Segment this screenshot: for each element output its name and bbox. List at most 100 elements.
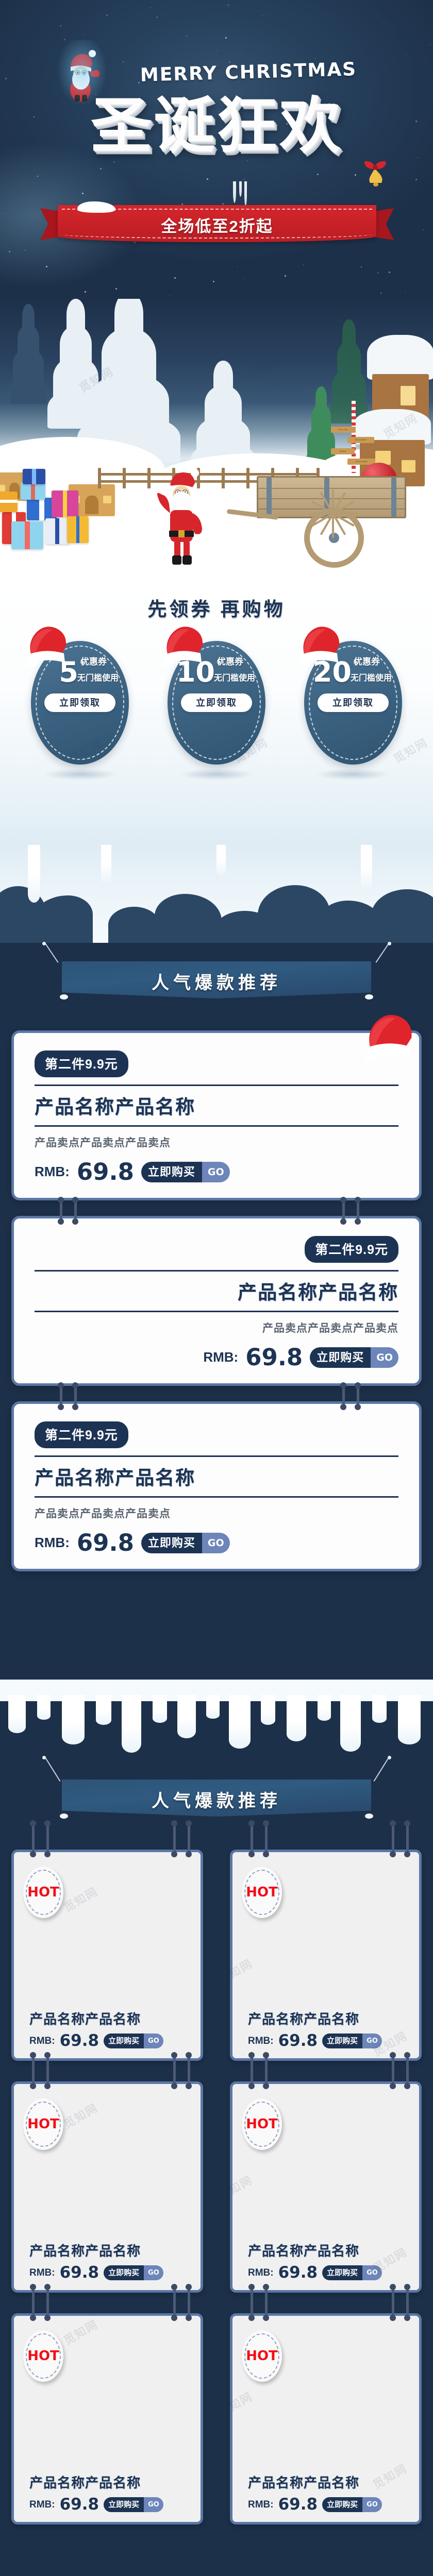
product-name: 产品名称产品名称	[248, 2241, 404, 2260]
buy-now-label: 立即购买	[104, 2497, 144, 2512]
santa-claus-icon	[155, 468, 204, 566]
product-card[interactable]: 第二件9.9元 产品名称产品名称 产品卖点产品卖点产品卖点 RMB: 69.8 …	[11, 1401, 422, 1571]
claim-coupon-button[interactable]: 立即领取	[318, 693, 389, 712]
section-banner-2: 人气爆款推荐	[0, 1757, 433, 1829]
snow-pine-tree-icon	[191, 361, 256, 469]
santa-hat-icon	[25, 625, 71, 666]
product-card[interactable]: 第二件9.9元 产品名称产品名称 产品卖点产品卖点产品卖点 RMB: 69.8 …	[11, 1030, 422, 1200]
product-card[interactable]: HOT 产品名称产品名称 RMB: 69.8 立即购买 GO	[11, 1850, 203, 2061]
product-name: 产品名称产品名称	[29, 2009, 185, 2028]
featured-products-1: 第二件9.9元 产品名称产品名称 产品卖点产品卖点产品卖点 RMB: 69.8 …	[0, 1010, 433, 1680]
product-card[interactable]: HOT 产品名称产品名称 RMB: 69.8 立即购买 GO	[230, 2081, 422, 2293]
product-name: 产品名称产品名称	[35, 1084, 398, 1127]
buy-now-button[interactable]: 立即购买 GO	[104, 2033, 163, 2048]
coupon-card[interactable]: 10 优惠券 无门槛使用 立即领取	[168, 629, 265, 765]
claim-coupon-button[interactable]: 立即领取	[181, 693, 252, 712]
hot-badge-label: HOT	[246, 2348, 278, 2364]
card-hanger-clip	[390, 2055, 396, 2087]
go-label: GO	[202, 1162, 230, 1182]
currency-label: RMB:	[29, 2036, 55, 2047]
card-hanger-clip	[355, 1199, 361, 1222]
buy-now-button[interactable]: 立即购买 GO	[322, 2497, 382, 2512]
buy-now-label: 立即购买	[322, 2033, 362, 2048]
buy-now-button[interactable]: 立即购买 GO	[322, 2265, 382, 2280]
product-price: 69.8	[60, 2265, 99, 2281]
product-selling-point: 产品卖点产品卖点产品卖点	[35, 1505, 398, 1521]
buy-now-label: 立即购买	[310, 1347, 371, 1368]
promo-badge: 第二件9.9元	[35, 1421, 128, 1448]
card-hanger-clip	[404, 1823, 410, 1855]
coupon-label: 优惠券	[80, 655, 125, 668]
section-title-1: 人气爆款推荐	[62, 969, 371, 994]
currency-label: RMB:	[35, 1164, 70, 1180]
card-hanger-clip	[248, 2286, 255, 2318]
buy-now-label: 立即购买	[104, 2265, 144, 2280]
currency-label: RMB:	[248, 2499, 274, 2511]
currency-label: RMB:	[35, 1535, 70, 1551]
featured-products-2: HOT 产品名称产品名称 RMB: 69.8 立即购买 GO HOT	[0, 1829, 433, 2566]
product-name: 产品名称产品名称	[35, 1270, 398, 1312]
buy-now-button[interactable]: 立即购买 GO	[310, 1347, 398, 1368]
product-name: 产品名称产品名称	[29, 2241, 185, 2260]
santa-hat-icon	[359, 1013, 421, 1061]
product-card[interactable]: 第二件9.9元 产品名称产品名称 产品卖点产品卖点产品卖点 RMB: 69.8 …	[11, 1216, 422, 1386]
product-price: 69.8	[278, 2497, 318, 2513]
product-selling-point: 产品卖点产品卖点产品卖点	[35, 1134, 398, 1150]
go-label: GO	[144, 2033, 163, 2048]
signpost-icon: New York BROADWAY Buffalo Schenectady	[330, 401, 376, 473]
product-card[interactable]: HOT 产品名称产品名称 RMB: 69.8 立即购买 GO	[11, 2081, 203, 2293]
product-name: 产品名称产品名称	[248, 2472, 404, 2492]
currency-label: RMB:	[29, 2267, 55, 2279]
buy-now-button[interactable]: 立即购买 GO	[104, 2497, 163, 2512]
buy-now-button[interactable]: 立即购买 GO	[141, 1533, 230, 1553]
buy-now-button[interactable]: 立即购买 GO	[141, 1162, 230, 1182]
currency-label: RMB:	[248, 2267, 274, 2279]
product-card[interactable]: HOT 产品名称产品名称 RMB: 69.8 立即购买 GO	[230, 1850, 422, 2061]
hot-badge: HOT	[242, 2330, 282, 2382]
buy-now-button[interactable]: 立即购买 GO	[322, 2033, 382, 2048]
coupon-condition: 无门槛使用	[351, 671, 400, 683]
card-hanger-clip	[248, 1823, 255, 1855]
coupon-label: 优惠券	[217, 655, 261, 668]
card-hanger-clip	[390, 1823, 396, 1855]
buy-now-button[interactable]: 立即购买 GO	[104, 2265, 163, 2280]
card-hanger-clip	[72, 1199, 78, 1222]
wooden-cart-icon	[227, 474, 407, 564]
coupon-condition: 无门槛使用	[214, 671, 263, 683]
currency-label: RMB:	[29, 2499, 55, 2511]
product-price: 69.8	[77, 1160, 134, 1183]
coupon-card[interactable]: 20 优惠券 无门槛使用 立即领取	[304, 629, 402, 765]
buy-now-label: 立即购买	[141, 1533, 202, 1553]
product-price: 69.8	[77, 1531, 134, 1554]
product-selling-point: 产品卖点产品卖点产品卖点	[35, 1320, 398, 1335]
coupon-card[interactable]: 5 优惠券 无门槛使用 立即领取	[31, 629, 129, 765]
card-hanger-clip	[248, 2055, 255, 2087]
hot-badge-label: HOT	[246, 2116, 278, 2132]
discount-ribbon: 全场低至2折起	[40, 205, 394, 247]
product-price: 69.8	[278, 2033, 318, 2049]
go-label: GO	[144, 2265, 163, 2280]
gift-boxes-icon	[2, 469, 90, 562]
card-hanger-clip	[44, 2286, 51, 2318]
card-hanger-clip	[186, 2055, 192, 2087]
coupon-list: 5 优惠券 无门槛使用 立即领取 10 优惠券 无门槛使用 立即领取 20 优惠…	[31, 629, 402, 773]
snow-divider-1	[0, 845, 433, 943]
product-card[interactable]: HOT 产品名称产品名称 RMB: 69.8 立即购买 GO	[230, 2313, 422, 2524]
card-hanger-clip	[186, 2286, 192, 2318]
product-card[interactable]: HOT 产品名称产品名称 RMB: 69.8 立即购买 GO	[11, 2313, 203, 2524]
santa-hat-icon	[298, 625, 344, 666]
card-hanger-clip	[58, 1385, 64, 1408]
currency-label: RMB:	[248, 2036, 274, 2047]
claim-coupon-button[interactable]: 立即领取	[44, 693, 115, 712]
winter-scene: New York BROADWAY Buffalo Schenectady	[0, 299, 433, 587]
product-price: 69.8	[60, 2033, 99, 2049]
card-hanger-clip	[404, 2055, 410, 2087]
go-label: GO	[362, 2497, 382, 2512]
promo-badge: 第二件9.9元	[35, 1050, 128, 1077]
card-hanger-clip	[171, 1823, 177, 1855]
coupon-heading: 先领券 再购物	[0, 594, 433, 621]
card-hanger-clip	[263, 2286, 269, 2318]
buy-now-label: 立即购买	[322, 2265, 362, 2280]
product-price: 69.8	[60, 2497, 99, 2513]
